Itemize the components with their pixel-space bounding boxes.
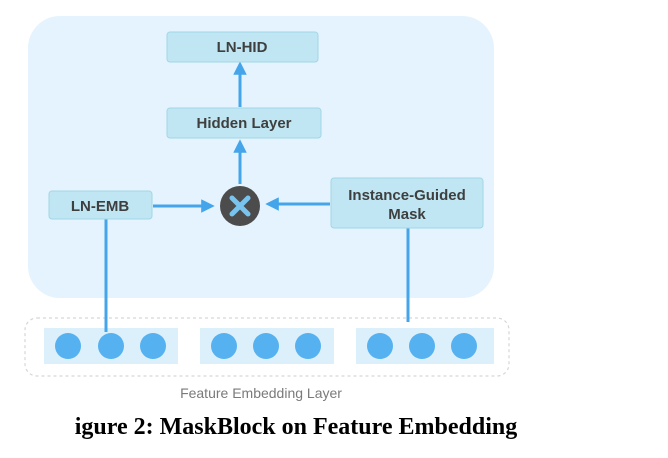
figure-caption: igure 2: MaskBlock on Feature Embedding — [74, 414, 518, 440]
embedding-group-2 — [200, 328, 334, 364]
embedding-dot — [409, 333, 435, 359]
multiply-node — [220, 186, 260, 226]
instance-guided-mask-node: Instance-Guided Mask — [330, 177, 484, 229]
embedding-group-1 — [44, 328, 178, 364]
maskblock-diagram: Feature Embedding Layer LN-HID Hidden La… — [24, 16, 510, 401]
instance-guided-mask-label-line2: Mask — [388, 206, 426, 223]
embedding-dot — [98, 333, 124, 359]
hidden-layer-label: Hidden Layer — [196, 115, 291, 132]
feature-embedding-container — [24, 317, 510, 377]
instance-guided-mask-label-line1: Instance-Guided — [348, 187, 466, 204]
ln-hid-label: LN-HID — [217, 39, 268, 56]
embedding-dot — [451, 333, 477, 359]
multiply-icon — [229, 195, 251, 217]
embedding-dot — [295, 333, 321, 359]
embedding-dot — [367, 333, 393, 359]
embedding-dot — [55, 333, 81, 359]
ln-hid-node: LN-HID — [166, 31, 319, 63]
embedding-dot — [253, 333, 279, 359]
feature-embedding-layer-label: Feature Embedding Layer — [180, 385, 342, 401]
embedding-dot — [211, 333, 237, 359]
hidden-layer-node: Hidden Layer — [166, 107, 322, 139]
ln-emb-label: LN-EMB — [71, 198, 129, 215]
embedding-dot — [140, 333, 166, 359]
ln-emb-node: LN-EMB — [48, 190, 153, 220]
embedding-group-3 — [356, 328, 494, 364]
